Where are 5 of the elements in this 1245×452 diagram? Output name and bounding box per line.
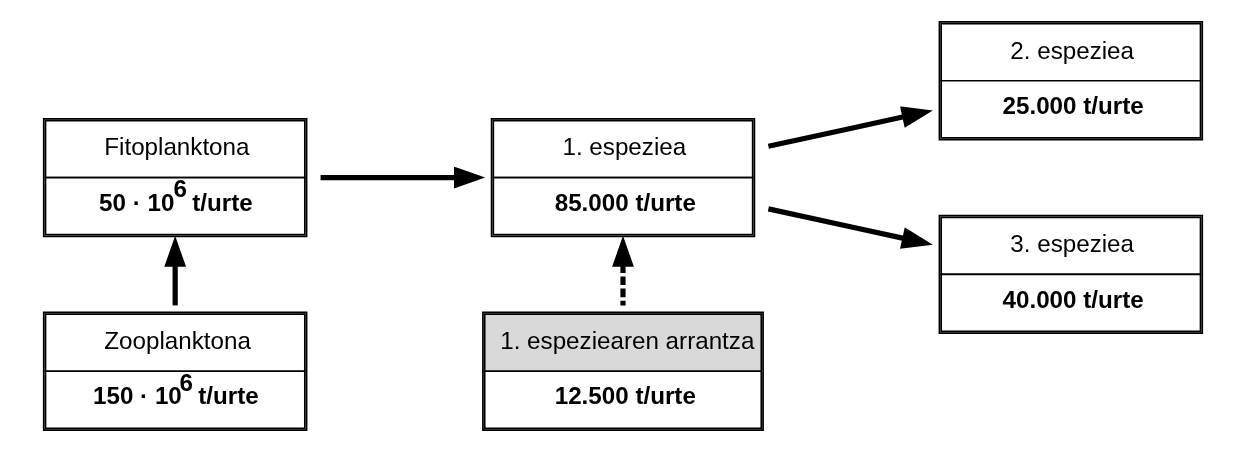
arrow	[767, 106, 933, 149]
arrow	[611, 235, 634, 306]
arrow	[163, 235, 186, 306]
arrow	[320, 166, 485, 189]
arrow	[767, 206, 933, 249]
